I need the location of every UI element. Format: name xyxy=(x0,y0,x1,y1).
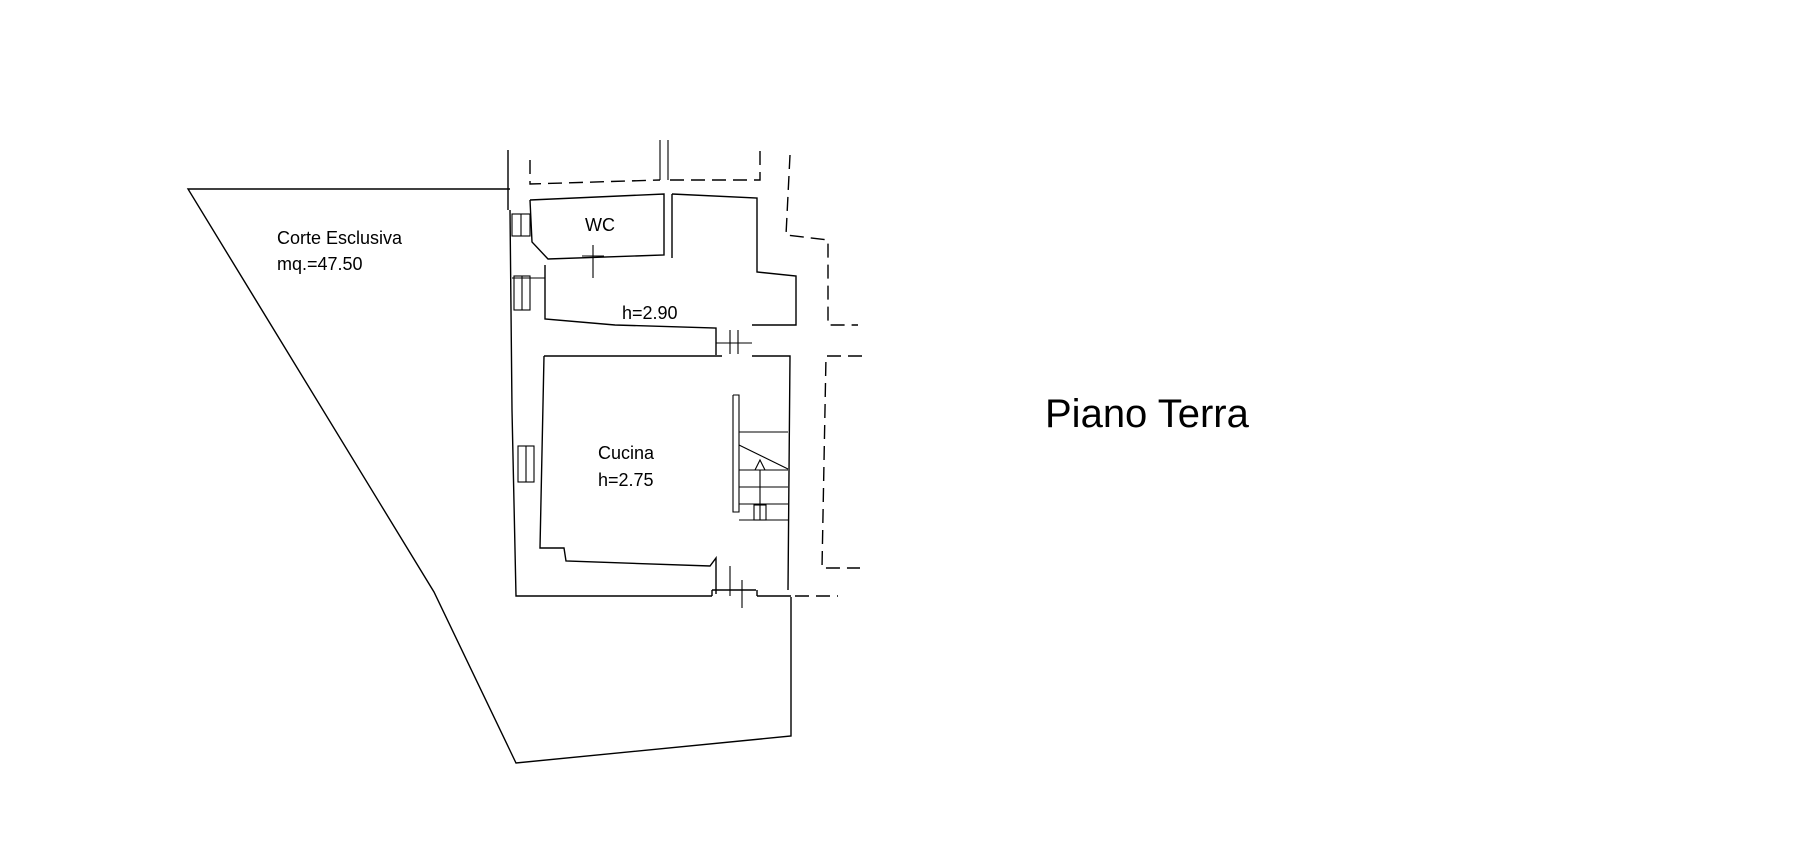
staircase xyxy=(732,394,789,521)
wc-room xyxy=(529,193,665,278)
windows-left xyxy=(511,213,545,483)
building-outer-wall xyxy=(507,150,791,597)
neighbour-walls-right xyxy=(795,355,862,597)
corridor-room xyxy=(544,193,797,355)
courtyard-area: mq.=47.50 xyxy=(277,254,363,274)
corridor-height: h=2.90 xyxy=(622,303,678,323)
courtyard-outline xyxy=(186,188,792,764)
kitchen-height: h=2.75 xyxy=(598,470,654,490)
courtyard-name: Corte Esclusiva xyxy=(277,228,403,248)
wc-name: WC xyxy=(585,215,615,235)
neighbour-walls-top xyxy=(529,140,858,326)
kitchen-room xyxy=(539,355,791,608)
floor-title: Piano Terra xyxy=(1045,392,1250,436)
kitchen-name: Cucina xyxy=(598,443,655,463)
